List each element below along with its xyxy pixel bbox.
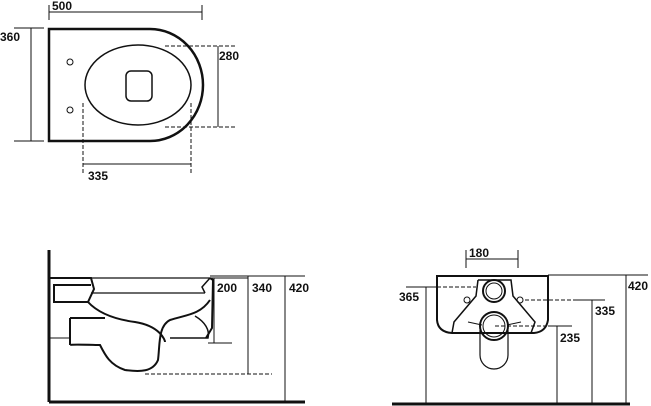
- dimension-outlet-height-340: 340: [252, 281, 272, 295]
- dimension-width-500: 500: [52, 0, 72, 13]
- dimension-fixing-height-335: 335: [595, 304, 615, 318]
- dimension-rim-height-200: 200: [217, 281, 237, 295]
- dimension-seat-length-335: 335: [88, 169, 108, 183]
- dimension-total-height-420: 420: [289, 281, 309, 295]
- dimension-total-height-420-back: 420: [628, 279, 648, 293]
- back-view: [392, 250, 648, 406]
- dimension-outlet-height-235: 235: [560, 331, 580, 345]
- dimension-inlet-height-365: 365: [399, 290, 419, 304]
- dimension-fixing-spacing-180: 180: [469, 246, 489, 260]
- dimension-height-360: 360: [0, 30, 20, 44]
- side-view: [47, 250, 305, 404]
- dimension-seat-width-280: 280: [219, 49, 239, 63]
- top-view: [14, 5, 235, 175]
